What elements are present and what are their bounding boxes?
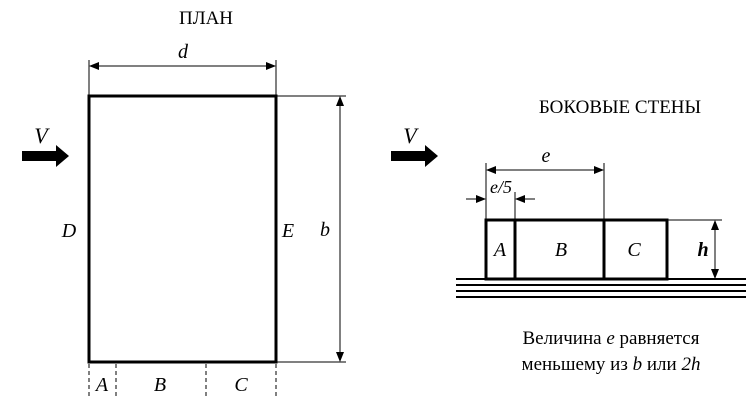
note-line-1: Величина e равняется bbox=[523, 328, 700, 349]
side-dim-e-label: e bbox=[542, 145, 551, 167]
side-dimension-e5 bbox=[466, 192, 535, 220]
plan-dim-d-label: d bbox=[178, 41, 189, 63]
plan-zone-b-label: B bbox=[154, 374, 166, 396]
plan-dim-b-label: b bbox=[320, 219, 330, 241]
side-wind-label: V bbox=[403, 123, 419, 148]
plan-face-e-label: E bbox=[281, 220, 294, 242]
side-zone-c-label: C bbox=[627, 239, 641, 261]
side-wall-panels bbox=[484, 218, 669, 281]
plan-zone-a-label: A bbox=[94, 374, 109, 396]
plan-wind-arrow-icon bbox=[22, 145, 69, 167]
note-line-2: меньшему из b или 2h bbox=[522, 354, 701, 375]
plan-dimension-d bbox=[88, 60, 277, 96]
plan-wind-label: V bbox=[34, 123, 50, 148]
side-dimension-h bbox=[667, 219, 722, 279]
side-zone-a-label: A bbox=[492, 239, 507, 261]
plan-title: ПЛАН bbox=[179, 8, 233, 29]
plan-dimension-b bbox=[276, 95, 346, 363]
side-dim-h-label: h bbox=[697, 239, 708, 261]
ground-lines bbox=[456, 278, 746, 298]
side-dim-e5-label: e/5 bbox=[490, 177, 512, 197]
side-walls-title: БОКОВЫЕ СТЕНЫ bbox=[539, 97, 701, 118]
plan-zone-separators bbox=[88, 364, 277, 398]
side-zone-b-label: B bbox=[555, 239, 567, 261]
plan-zone-c-label: C bbox=[234, 374, 248, 396]
side-wind-arrow-icon bbox=[391, 145, 438, 167]
plan-building-outline bbox=[87, 94, 278, 364]
plan-face-d-label: D bbox=[61, 220, 77, 242]
side-dimension-e bbox=[485, 163, 605, 220]
